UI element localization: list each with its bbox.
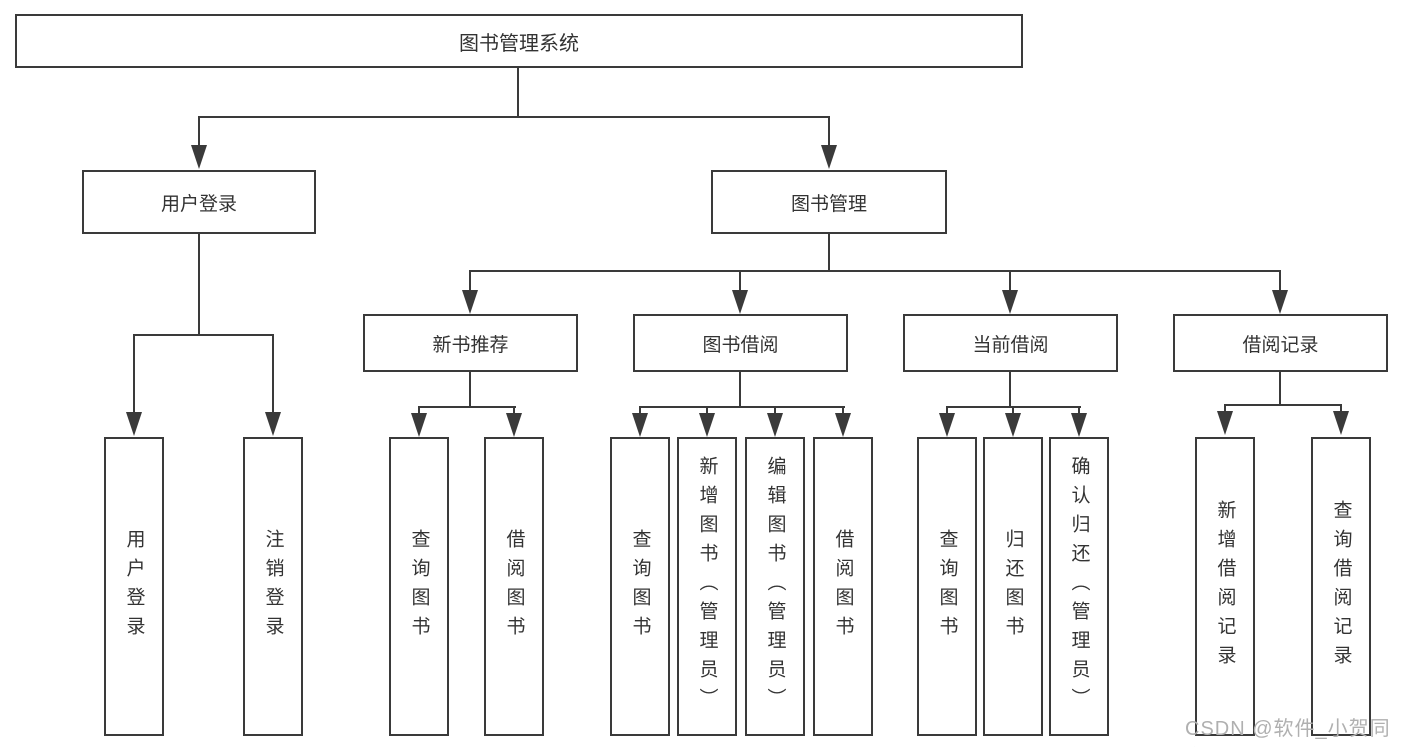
leaf-confirm-return-admin: 确认归还（管理员） <box>1049 437 1109 736</box>
connector-drop <box>739 270 741 292</box>
node-label: 用户登录 <box>160 193 237 215</box>
node-label: 新增图书（管理员） <box>696 456 718 717</box>
node-label: 借阅图书 <box>503 528 525 645</box>
connector-drop <box>1078 406 1080 416</box>
node-label: 归还图书 <box>1002 528 1024 645</box>
arrowhead <box>265 412 281 436</box>
arrowhead <box>1217 411 1233 435</box>
node-new-book-recommend: 新书推荐 <box>363 314 578 372</box>
node-label: 查询图书 <box>629 528 651 645</box>
arrowhead <box>632 413 648 437</box>
arrowhead <box>506 413 522 437</box>
connector-root-bar <box>198 116 830 118</box>
arrowhead <box>126 412 142 436</box>
connector-drop <box>469 270 471 292</box>
connector-drop <box>418 406 420 416</box>
arrowhead <box>1272 290 1288 314</box>
leaf-add-borrow-record: 新增借阅记录 <box>1195 437 1255 736</box>
node-label: 用户登录 <box>123 528 145 645</box>
connector-stem <box>469 372 471 408</box>
connector-stem <box>1279 372 1281 406</box>
leaf-borrow-books-recommend: 借阅图书 <box>484 437 544 736</box>
connector-drop <box>1009 270 1011 292</box>
arrowhead <box>699 413 715 437</box>
connector-book-mgmt-bar <box>469 270 1281 272</box>
connector-drop <box>639 406 641 416</box>
arrowhead <box>835 413 851 437</box>
connector-drop <box>1012 406 1014 416</box>
connector-root-stem <box>517 68 519 118</box>
node-label: 新增借阅记录 <box>1214 499 1236 674</box>
connector-drop <box>1340 404 1342 414</box>
connector-bar <box>1224 404 1342 406</box>
node-label: 当前借阅 <box>972 334 1049 356</box>
connector-drop <box>1279 270 1281 292</box>
connector-stem <box>739 372 741 408</box>
node-label: 查询借阅记录 <box>1330 499 1352 674</box>
leaf-add-books-admin: 新增图书（管理员） <box>677 437 737 736</box>
node-label: 确认归还（管理员） <box>1068 456 1090 717</box>
connector-drop <box>774 406 776 416</box>
connector-drop <box>272 334 274 412</box>
arrowhead <box>939 413 955 437</box>
csdn-watermark: CSDN @软件_小贺同学 <box>1185 718 1391 740</box>
arrowhead <box>191 145 207 169</box>
leaf-query-borrow-record: 查询借阅记录 <box>1311 437 1371 736</box>
leaf-edit-books-admin: 编辑图书（管理员） <box>745 437 805 736</box>
node-label: 图书借阅 <box>702 334 779 356</box>
node-label: 借阅图书 <box>832 528 854 645</box>
connector-user-login-bar <box>133 334 274 336</box>
leaf-query-books-recommend: 查询图书 <box>389 437 449 736</box>
arrowhead <box>411 413 427 437</box>
connector-drop <box>842 406 844 416</box>
connector-drop <box>946 406 948 416</box>
leaf-query-books-current: 查询图书 <box>917 437 977 736</box>
arrowhead <box>1071 413 1087 437</box>
connector-bar <box>639 406 845 408</box>
node-borrowing-records: 借阅记录 <box>1173 314 1388 372</box>
node-label: 注销登录 <box>262 528 284 645</box>
connector-drop <box>706 406 708 416</box>
arrowhead <box>821 145 837 169</box>
leaf-return-books: 归还图书 <box>983 437 1043 736</box>
arrowhead <box>462 290 478 314</box>
node-label: 借阅记录 <box>1242 334 1319 356</box>
connector-root-left-drop <box>198 116 200 146</box>
connector-stem <box>1009 372 1011 408</box>
leaf-query-books-borrowing: 查询图书 <box>610 437 670 736</box>
arrowhead <box>1002 290 1018 314</box>
node-book-borrowing: 图书借阅 <box>633 314 848 372</box>
connector-drop <box>513 406 515 416</box>
connector-drop <box>1224 404 1226 414</box>
node-label: 图书管理 <box>790 193 867 215</box>
connector-book-mgmt-stem <box>828 234 830 272</box>
node-label: 图书管理系统 <box>459 32 579 55</box>
arrowhead <box>732 290 748 314</box>
arrowhead <box>767 413 783 437</box>
leaf-logout: 注销登录 <box>243 437 303 736</box>
node-label: 编辑图书（管理员） <box>764 456 786 717</box>
connector-root-right-drop <box>828 116 830 146</box>
connector-drop <box>133 334 135 412</box>
connector-user-login-stem <box>198 234 200 336</box>
node-book-management: 图书管理 <box>711 170 947 234</box>
node-book-management-system: 图书管理系统 <box>15 14 1023 68</box>
leaf-user-login: 用户登录 <box>104 437 164 736</box>
node-current-borrowing: 当前借阅 <box>903 314 1118 372</box>
node-label: 查询图书 <box>936 528 958 645</box>
node-user-login: 用户登录 <box>82 170 316 234</box>
arrowhead <box>1333 411 1349 435</box>
leaf-borrow-books: 借阅图书 <box>813 437 873 736</box>
connector-bar <box>418 406 516 408</box>
node-label: 新书推荐 <box>432 334 509 356</box>
node-label: 查询图书 <box>408 528 430 645</box>
arrowhead <box>1005 413 1021 437</box>
